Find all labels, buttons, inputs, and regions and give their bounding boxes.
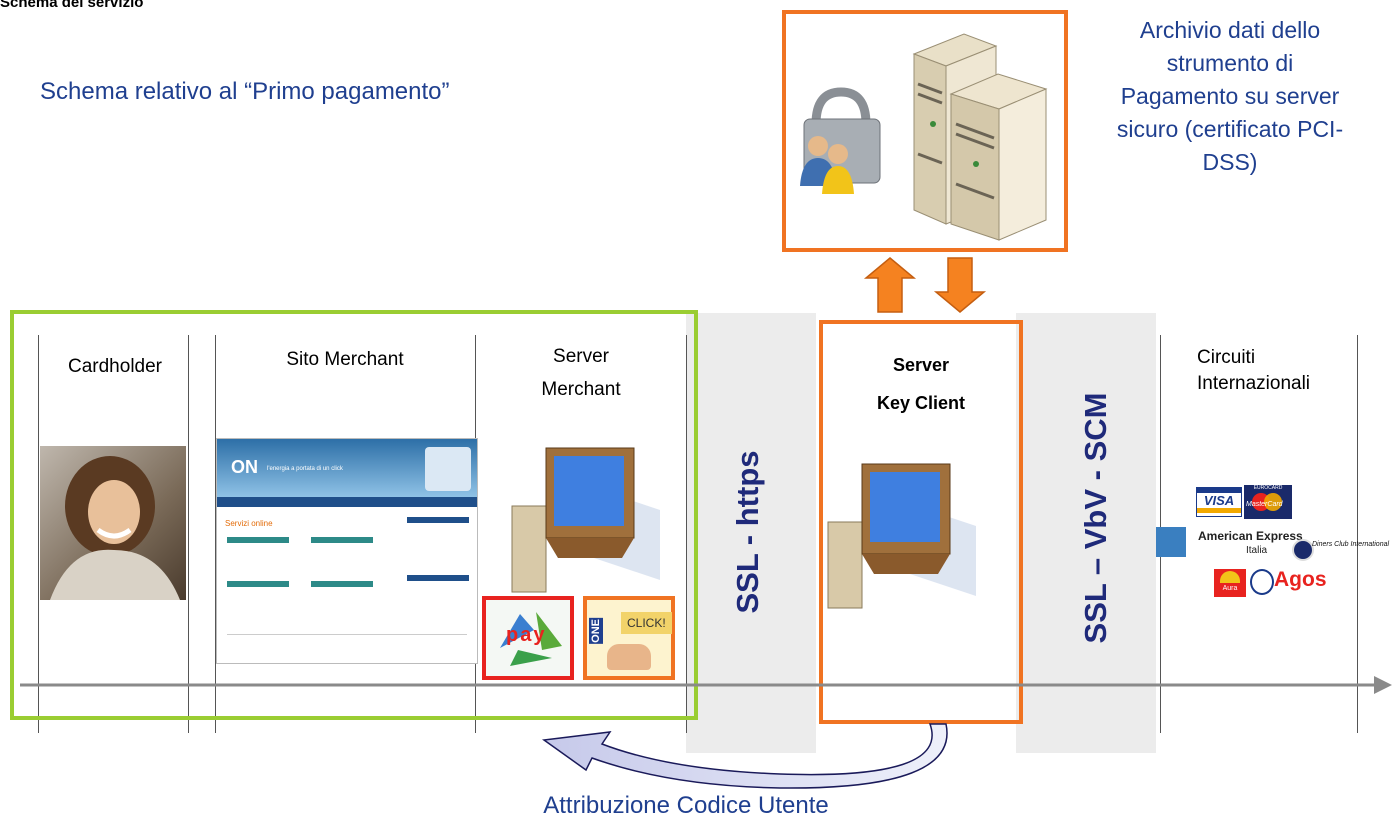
separator-line — [188, 335, 189, 733]
key-client-pc-icon — [827, 463, 976, 609]
merchant-pc-icon — [511, 447, 660, 593]
return-curve-arrow — [541, 723, 948, 789]
visa-logo: VISA — [1196, 487, 1242, 517]
pay-text: pay — [506, 624, 547, 646]
mini-site-tagline: l'energia a portata di un click — [267, 466, 343, 472]
archive-description: Archivio dati dello strumento di Pagamen… — [1072, 14, 1388, 179]
mini-site-section-title: Servizi online — [225, 519, 273, 528]
mastercard-logo: EUROCARD MasterCard — [1244, 485, 1292, 519]
person-image — [50, 456, 180, 600]
merchant-site-screenshot: ON l'energia a portata di un click Servi… — [216, 438, 478, 664]
separator-line — [686, 335, 687, 733]
key-client-line1: Server — [892, 355, 950, 375]
circuiti-line2: Internazionali — [1197, 373, 1311, 394]
archive-line: Pagamento su server — [1120, 83, 1340, 109]
key-client-label: Server Key Client — [823, 342, 1019, 426]
aura-logo: Aura — [1214, 569, 1246, 597]
sito-merchant-label: Sito Merchant — [286, 349, 404, 370]
circuiti-line1: Circuiti — [1197, 347, 1256, 368]
server-merchant-line1: Server — [553, 346, 609, 367]
amex-square-logo — [1156, 527, 1186, 557]
agos-text: Agos — [1274, 568, 1327, 591]
mini-site-header: ON l'energia a portata di un click — [217, 439, 477, 497]
one-text: ONE — [589, 618, 603, 644]
up-arrow-icon — [863, 257, 917, 313]
archive-line: DSS) — [1202, 149, 1258, 175]
mini-site-logo: ON — [231, 457, 258, 477]
cardholder-label: Cardholder — [68, 356, 162, 377]
cardholder-photo — [40, 446, 186, 600]
mini-site-nav — [217, 497, 477, 507]
ssl-https-label: SSL - https — [730, 450, 765, 614]
circuiti-label: Circuiti Internazionali — [1197, 345, 1367, 397]
card-logos: VISA EUROCARD MasterCard American Expres… — [1156, 485, 1392, 605]
click-text: CLICK! — [621, 612, 672, 634]
diners-logo — [1292, 539, 1314, 561]
ssl-vbv-scm-label: SSL – VbV - SCM — [1078, 392, 1113, 644]
diagram-subtitle: Schema relativo al “Primo pagamento” — [40, 78, 450, 105]
server-merchant-label: Server Merchant — [476, 340, 686, 406]
exchange-arrows — [863, 257, 987, 313]
ssl-https-band — [686, 313, 816, 753]
separator-line — [215, 335, 216, 733]
bottom-label: Attribuzione Codice Utente — [543, 792, 829, 819]
one-click-badge: ONE CLICK! — [583, 596, 675, 680]
archive-line: Archivio dati dello — [1139, 17, 1321, 43]
amex-logo: American Express — [1198, 529, 1303, 543]
timeline-arrow — [20, 676, 1392, 694]
key-client-line2: Key Client — [876, 393, 966, 413]
server-merchant-line2: Merchant — [541, 379, 621, 400]
separator-line — [1357, 335, 1358, 733]
diners-text: Diners Club International — [1312, 541, 1390, 548]
hand-icon — [607, 644, 651, 670]
recycle-icon — [500, 612, 562, 666]
ssl-vbv-band — [1016, 313, 1156, 753]
pay-badge: pay — [482, 596, 574, 680]
archive-line: sicuro (certificato PCI- — [1116, 116, 1344, 142]
amex-italia: Italia — [1246, 545, 1268, 556]
down-arrow-icon — [933, 257, 987, 313]
merchant-frame — [10, 310, 698, 720]
agos-logo — [1250, 569, 1274, 595]
archive-line: strumento di — [1166, 50, 1294, 76]
page-title: Schema del servizio — [0, 0, 144, 11]
key-client-frame — [819, 320, 1023, 724]
separator-line — [38, 335, 39, 733]
secure-server-icon — [800, 33, 1048, 241]
archive-server-box — [782, 10, 1068, 252]
